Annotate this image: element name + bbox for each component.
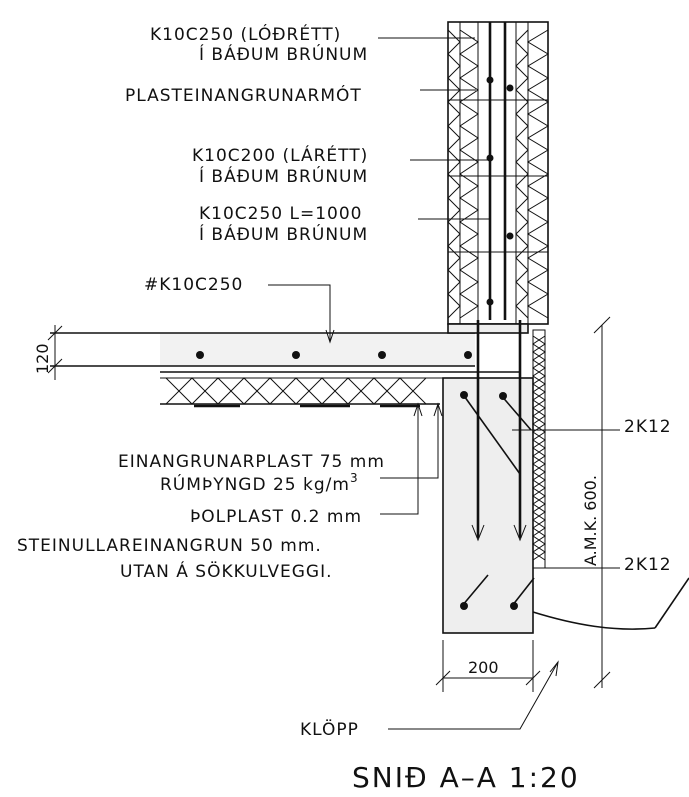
label-einangrunarplast: EINANGRUNARPLAST 75 mm [118, 452, 385, 472]
floor-slab [50, 323, 529, 379]
label-plasteinangrunarmot: PLASTEINANGRUNARMÓT [125, 84, 362, 106]
label-rebar-bottom: 2K12 [624, 555, 672, 575]
label-polplast: ÞOLPLAST 0.2 mm [190, 507, 362, 527]
label-rumthyngd: RÚMÞYNGD 25 kg/m3 [160, 471, 359, 495]
label-k10c200-larett: K10C200 (LÁRÉTT) [192, 144, 368, 166]
dim-wall-height: A.M.K. 600. [581, 475, 600, 566]
label-badum-brunum-3: Í BÁÐUM BRÚNUM [199, 223, 368, 245]
underfloor-insulation [160, 377, 440, 408]
label-rebar-top: 2K12 [624, 417, 672, 437]
label-slab-mesh: #K10C250 [144, 275, 243, 295]
dim-slab-thickness: 120 [33, 343, 52, 374]
foundation-wall [442, 320, 689, 634]
wall-formwork [447, 21, 549, 325]
label-k10c250-l1000: K10C250 L=1000 [199, 204, 362, 224]
label-badum-brunum-2: Í BÁÐUM BRÚNUM [199, 165, 368, 187]
label-utan-sokkulveggi: UTAN Á SÖKKULVEGGI. [120, 560, 332, 582]
label-badum-brunum-1: Í BÁÐUM BRÚNUM [199, 43, 368, 65]
dimension-lines [47, 316, 611, 692]
dim-footing-width: 200 [468, 658, 499, 677]
drawing-title: SNIÐ A–A 1:20 [352, 761, 580, 794]
label-steinullareinangrun: STEINULLAREINANGRUN 50 mm. [17, 536, 322, 556]
label-klopp: KLÖPP [300, 718, 359, 740]
leader-lines [268, 37, 620, 730]
label-rumthyngd-text: RÚMÞYNGD 25 kg/m [160, 473, 350, 495]
label-rumthyngd-exponent: 3 [350, 471, 359, 485]
label-k10c250-lodrett: K10C250 (LÓÐRÉTT) [150, 23, 341, 45]
